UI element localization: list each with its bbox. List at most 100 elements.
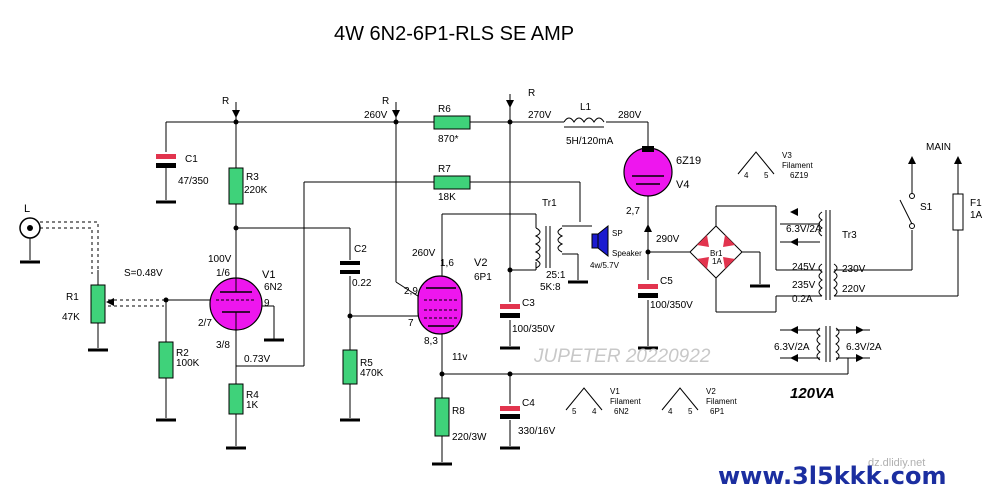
r6-value: 870* [438, 134, 459, 145]
v1-cathode-voltage: 0.73V [244, 354, 270, 365]
mains-arrow-icon [954, 156, 962, 164]
c5-capacitor [638, 284, 658, 350]
tr3-sec-current: 0.2A [792, 294, 813, 305]
v1-plate-voltage: 100V [208, 254, 232, 265]
v3-fil-pin4: 4 [744, 171, 749, 180]
v1-fil-type: 6N2 [614, 407, 629, 416]
schematic-title: 4W 6N2-6P1-RLS SE AMP [334, 23, 574, 45]
br1-bridge-rectifier [697, 235, 735, 269]
r1-volume-pot [88, 284, 114, 352]
v1-tube-6n2 [209, 277, 263, 331]
c1-capacitor [156, 154, 176, 204]
tr3-pri-220: 220V [842, 284, 866, 295]
v3-fil-type: 6Z19 [790, 171, 809, 180]
v1-pin-16: 1/6 [216, 268, 230, 279]
c2-label: C2 [354, 244, 367, 255]
br1-label: Br1 [710, 249, 723, 258]
tr3-label: Tr3 [842, 230, 857, 241]
r5-label: R5 [360, 358, 373, 369]
speaker-sp: SP [612, 229, 623, 238]
r5-resistor [342, 349, 358, 385]
junctions [163, 119, 651, 377]
v1-fil-pin4: 4 [592, 407, 597, 416]
v2-label: V2 [474, 257, 487, 269]
r8-label: R8 [452, 406, 465, 417]
site-url: www.3l5kkk.com [718, 462, 946, 489]
r3-label: R3 [246, 172, 259, 183]
r4-value: 1K [246, 400, 259, 411]
r5-value: 470K [360, 368, 384, 379]
fil-sec-right: 6.3V/2A [846, 342, 882, 353]
l1-value: 5H/120mA [566, 136, 614, 147]
r7-value: 18K [438, 192, 456, 203]
r1-value: 47K [62, 312, 80, 323]
c3-value: 100/350V [512, 324, 555, 335]
author-watermark: JUPETER 20220922 [533, 346, 711, 367]
v2-pin-29: 2,9 [404, 286, 418, 297]
tr3-power-transformer [790, 208, 838, 300]
s1-power-switch [899, 193, 915, 229]
r4-resistor [228, 383, 244, 415]
br1-value: 1A [712, 257, 722, 266]
v2-fil-pin4: 4 [668, 407, 673, 416]
c4-capacitor [500, 406, 520, 450]
fil-sec-left: 6.3V/2A [774, 342, 810, 353]
l1-label: L1 [580, 102, 592, 113]
v1-pin-9: 9 [264, 298, 270, 309]
v1-fil-pin5: 5 [572, 407, 577, 416]
c3-capacitor [500, 304, 520, 350]
v2-pin-7: 7 [408, 318, 414, 329]
v3-filament-symbol [737, 151, 775, 175]
v2-fil-text: Filament [706, 397, 737, 406]
c5-label: C5 [660, 276, 673, 287]
c4-label: C4 [522, 398, 535, 409]
l1-output-voltage: 280V [618, 110, 642, 121]
v4-arrow-icon [644, 224, 652, 232]
v2-type: 6P1 [474, 272, 492, 283]
r4-label: R4 [246, 390, 259, 401]
s1-label: S1 [920, 202, 933, 213]
speaker-name: Speaker [612, 249, 642, 258]
v4-output-voltage: 290V [656, 234, 680, 245]
r7-resistor [433, 175, 471, 190]
c3-label: C3 [522, 298, 535, 309]
filament-transformer [790, 326, 864, 362]
r2-label: R2 [176, 348, 189, 359]
source-watermark: dz.dlidiy.net [868, 457, 925, 469]
c2-value: 0.22 [352, 278, 372, 289]
v1-fil-text: Filament [610, 397, 641, 406]
l1-input-voltage: 270V [528, 110, 552, 121]
v2-tube-6p1 [417, 275, 463, 335]
v2-filament-symbol [661, 387, 699, 411]
c5-value: 100/350V [650, 300, 693, 311]
r1-label: R1 [66, 292, 79, 303]
v3-fil-text: Filament [782, 161, 813, 170]
c1-label: C1 [185, 154, 198, 165]
supply-label-r2: R [382, 96, 389, 107]
v1-type: 6N2 [264, 282, 283, 293]
v4-tube-6z19 [623, 146, 673, 197]
v1-pin-38: 3/8 [216, 340, 230, 351]
supply-label-r3: R [528, 88, 535, 99]
tr3-filament-secondary: 6.3V/2A [786, 224, 822, 235]
input-label: L [24, 203, 30, 215]
r6-label: R6 [438, 104, 451, 115]
rail-voltage-260: 260V [364, 110, 388, 121]
tr3-sec-245: 245V [792, 262, 816, 273]
v1-label: V1 [262, 269, 275, 281]
v2-pin-83: 8,3 [424, 336, 438, 347]
r8-value: 220/3W [452, 432, 487, 443]
tr3-sec-235: 235V [792, 280, 816, 291]
v1-pin-27: 2/7 [198, 318, 212, 329]
v1-fil-label: V1 [610, 387, 620, 396]
f1-fuse [952, 193, 964, 231]
r8-resistor [434, 397, 450, 437]
tr1-impedance: 5K:8 [540, 282, 561, 293]
speaker-icon [591, 224, 609, 258]
speaker-rating: 4w/5.7V [590, 261, 620, 270]
power-rating: 120VA [790, 385, 835, 402]
r3-resistor [228, 167, 244, 205]
l1-choke [563, 116, 606, 128]
v2-fil-type: 6P1 [710, 407, 725, 416]
